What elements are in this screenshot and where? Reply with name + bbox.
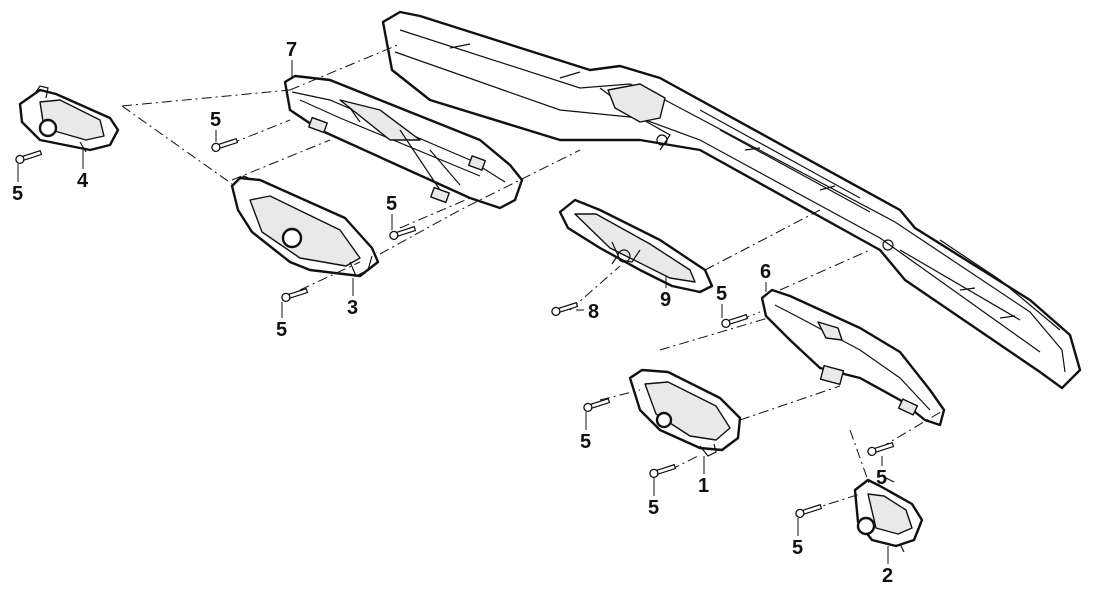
- callout-7: 7: [286, 39, 297, 61]
- callout-5-g: 5: [648, 497, 659, 519]
- callout-6: 6: [760, 261, 771, 283]
- screw-7: [583, 397, 611, 413]
- part-7-bracket: [283, 74, 524, 210]
- screw-5: [551, 301, 579, 317]
- screw-3: [389, 225, 417, 241]
- part-9-light-unit: [558, 198, 714, 294]
- callout-9: 9: [660, 289, 671, 311]
- callout-2: 2: [882, 565, 893, 587]
- callout-5-f: 5: [580, 431, 591, 453]
- part-2-lamp: [853, 477, 924, 553]
- screw-6: [721, 313, 749, 329]
- callout-5-b: 5: [12, 183, 23, 205]
- callout-5-h: 5: [876, 467, 887, 489]
- callout-labels: 1 2 3 4 5 5 5 5 5 5 5 5 5 6 7 8 9: [12, 39, 893, 587]
- main-panel: [381, 10, 1082, 390]
- callout-3: 3: [347, 297, 358, 319]
- screw-10: [795, 503, 823, 519]
- callout-5-c: 5: [386, 193, 397, 215]
- screw-4: [281, 287, 309, 303]
- part-6-bracket: [760, 288, 946, 427]
- screws: [15, 137, 895, 519]
- screw-2: [15, 149, 43, 165]
- screw-8: [649, 463, 677, 479]
- part-4-lamp: [18, 85, 120, 153]
- callout-1: 1: [698, 475, 709, 497]
- callout-5-i: 5: [792, 537, 803, 559]
- callout-5-e: 5: [716, 283, 727, 305]
- callout-4: 4: [77, 170, 89, 192]
- screw-1: [211, 137, 239, 153]
- callout-8: 8: [588, 301, 599, 323]
- screw-9: [867, 441, 895, 457]
- callout-5-d: 5: [276, 319, 287, 341]
- part-1-lamp: [628, 368, 742, 457]
- callout-5-a: 5: [210, 109, 221, 131]
- part-3-lamp: [230, 175, 380, 278]
